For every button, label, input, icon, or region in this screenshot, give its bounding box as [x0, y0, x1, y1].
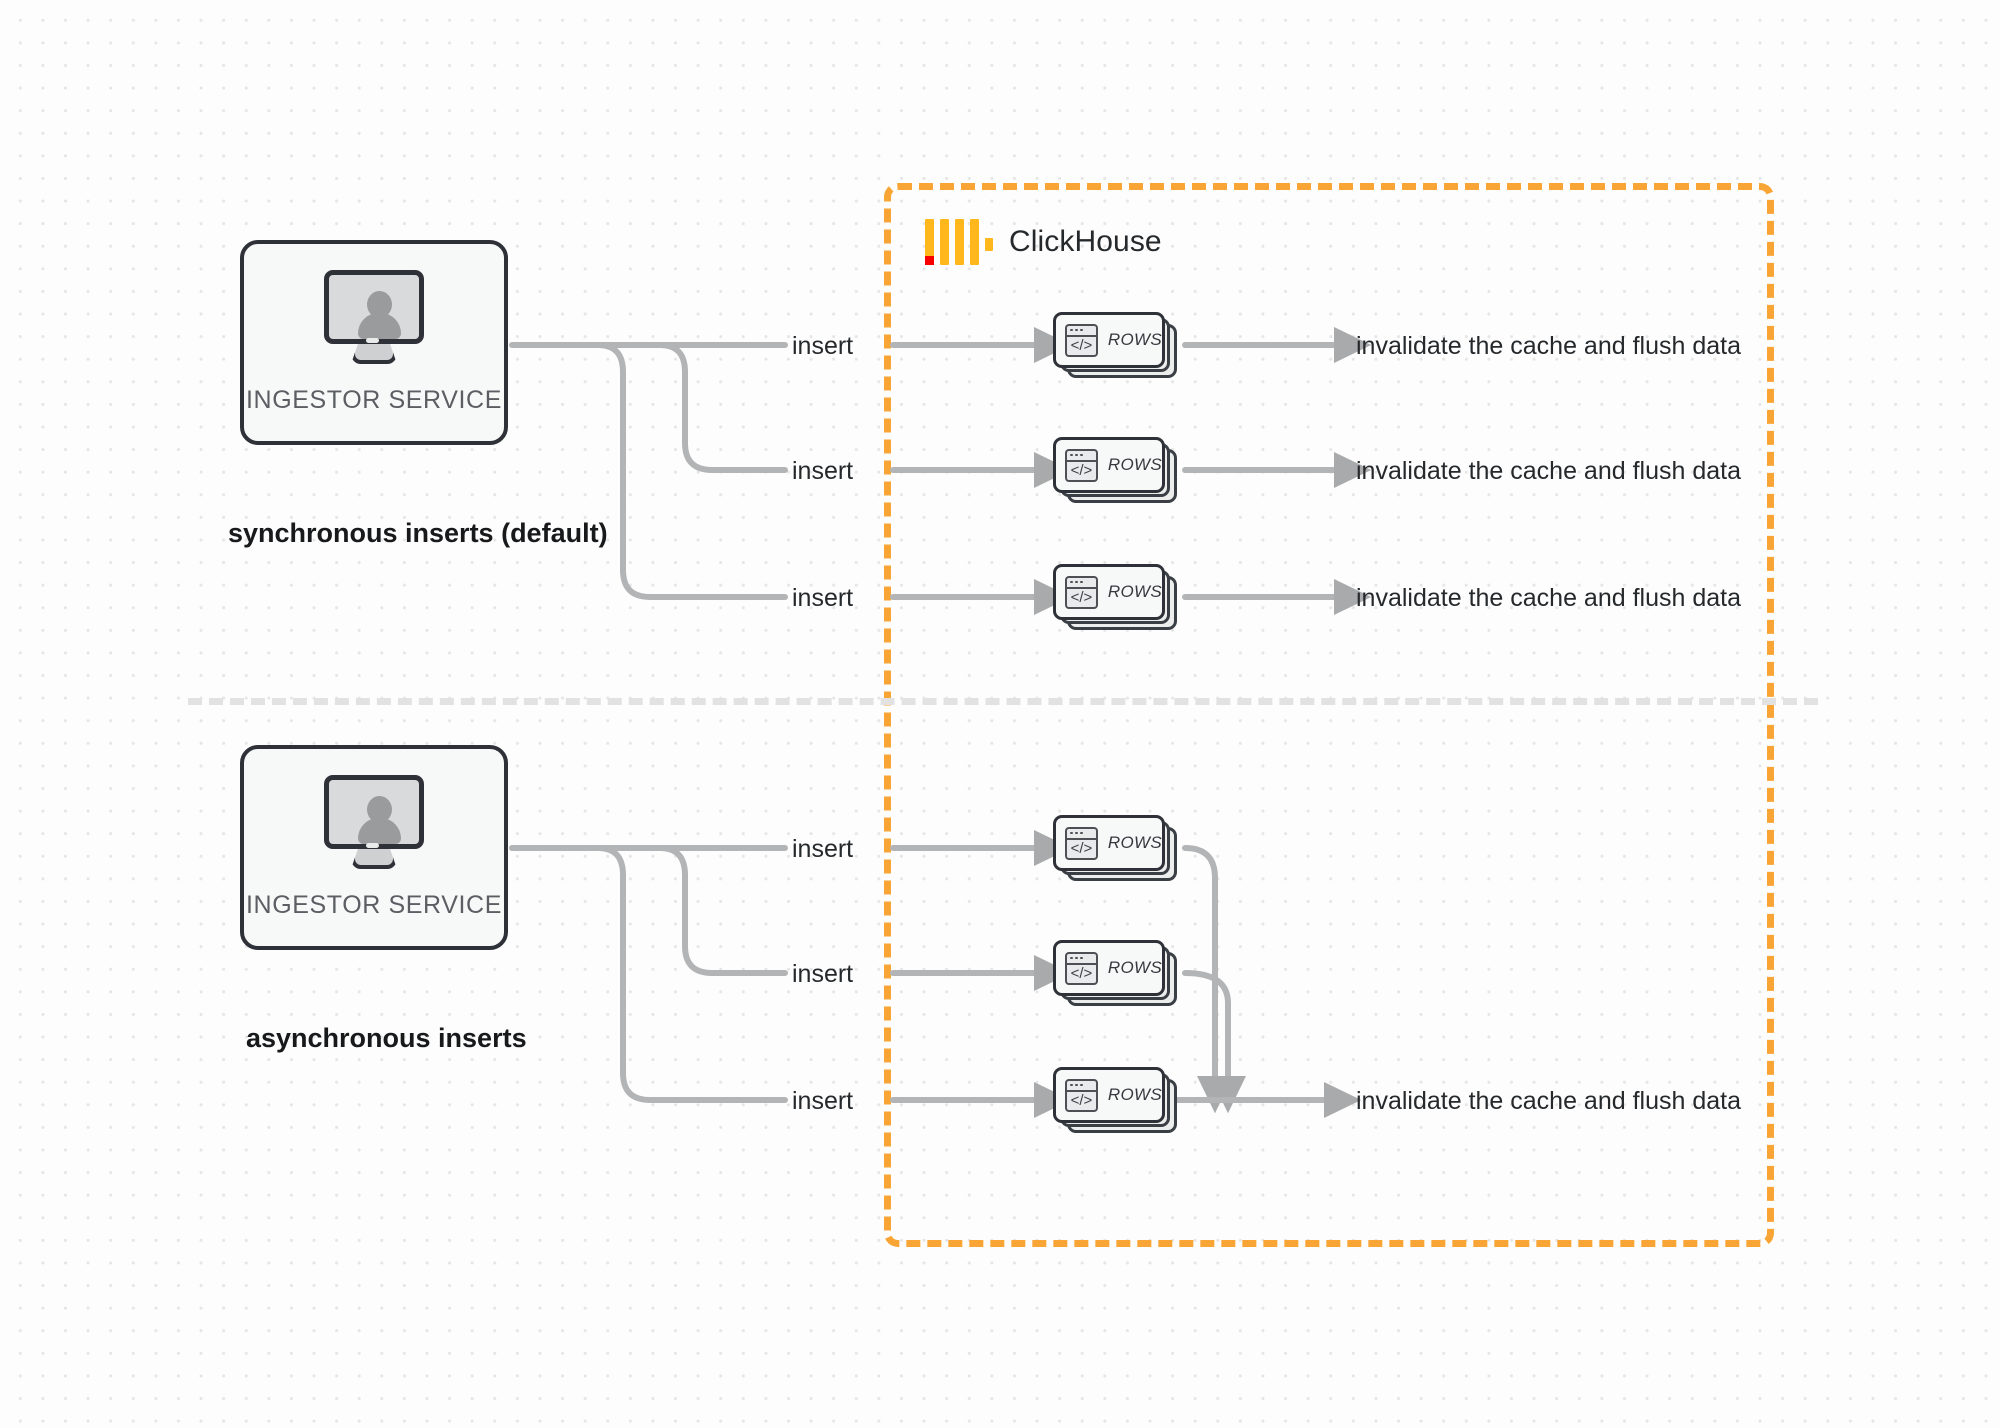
async-ingestor-service-box[interactable]: INGESTOR SERVICE	[240, 745, 508, 950]
sync-insert-label-3: insert	[792, 584, 854, 612]
code-window-icon: </>	[1065, 951, 1098, 985]
async-group-caption: asynchronous inserts	[246, 1023, 527, 1053]
sync-sink-label-2: invalidate the cache and flush data	[1356, 457, 1741, 485]
sync-rows-card-1[interactable]: </> ROWS	[1053, 312, 1177, 378]
code-window-icon: </>	[1065, 323, 1098, 357]
sync-insert-label-2: insert	[792, 457, 854, 485]
sync-rows-card-3[interactable]: </> ROWS	[1053, 564, 1177, 630]
sync-ingestor-service-box[interactable]: INGESTOR SERVICE	[240, 240, 508, 445]
sync-sink-label-3: invalidate the cache and flush data	[1356, 584, 1741, 612]
clickhouse-brand-name: ClickHouse	[1009, 225, 1162, 258]
async-sink-label: invalidate the cache and flush data	[1356, 1087, 1741, 1115]
sync-rows-card-2[interactable]: </> ROWS	[1053, 437, 1177, 503]
sync-group-caption: synchronous inserts (default)	[228, 518, 608, 548]
clickhouse-boundary	[884, 183, 1774, 1247]
clickhouse-brand: ClickHouse	[925, 219, 1162, 265]
monitor-user-icon	[322, 270, 426, 364]
monitor-user-icon	[322, 775, 426, 869]
code-window-icon: </>	[1065, 1078, 1098, 1112]
async-rows-card-1[interactable]: </> ROWS	[1053, 815, 1177, 881]
sync-sink-label-1: invalidate the cache and flush data	[1356, 332, 1741, 360]
async-insert-label-1: insert	[792, 835, 854, 863]
code-window-icon: </>	[1065, 826, 1098, 860]
sync-insert-label-1: insert	[792, 332, 854, 360]
async-insert-label-3: insert	[792, 1087, 854, 1115]
sync-rows-card-label-3: ROWS	[1107, 582, 1162, 601]
code-window-icon: </>	[1065, 575, 1098, 609]
clickhouse-logo-icon	[925, 219, 993, 265]
async-ingestor-service-label: INGESTOR SERVICE	[246, 891, 502, 919]
sync-rows-card-label-1: ROWS	[1107, 330, 1162, 349]
async-rows-card-3[interactable]: </> ROWS	[1053, 1067, 1177, 1133]
async-rows-card-label-2: ROWS	[1107, 958, 1162, 977]
async-rows-card-2[interactable]: </> ROWS	[1053, 940, 1177, 1006]
async-rows-card-label-1: ROWS	[1107, 833, 1162, 852]
async-insert-label-2: insert	[792, 960, 854, 988]
async-rows-card-label-3: ROWS	[1107, 1085, 1162, 1104]
section-separator	[188, 698, 1818, 705]
code-window-icon: </>	[1065, 448, 1098, 482]
sync-ingestor-service-label: INGESTOR SERVICE	[246, 386, 502, 414]
sync-rows-card-label-2: ROWS	[1107, 455, 1162, 474]
